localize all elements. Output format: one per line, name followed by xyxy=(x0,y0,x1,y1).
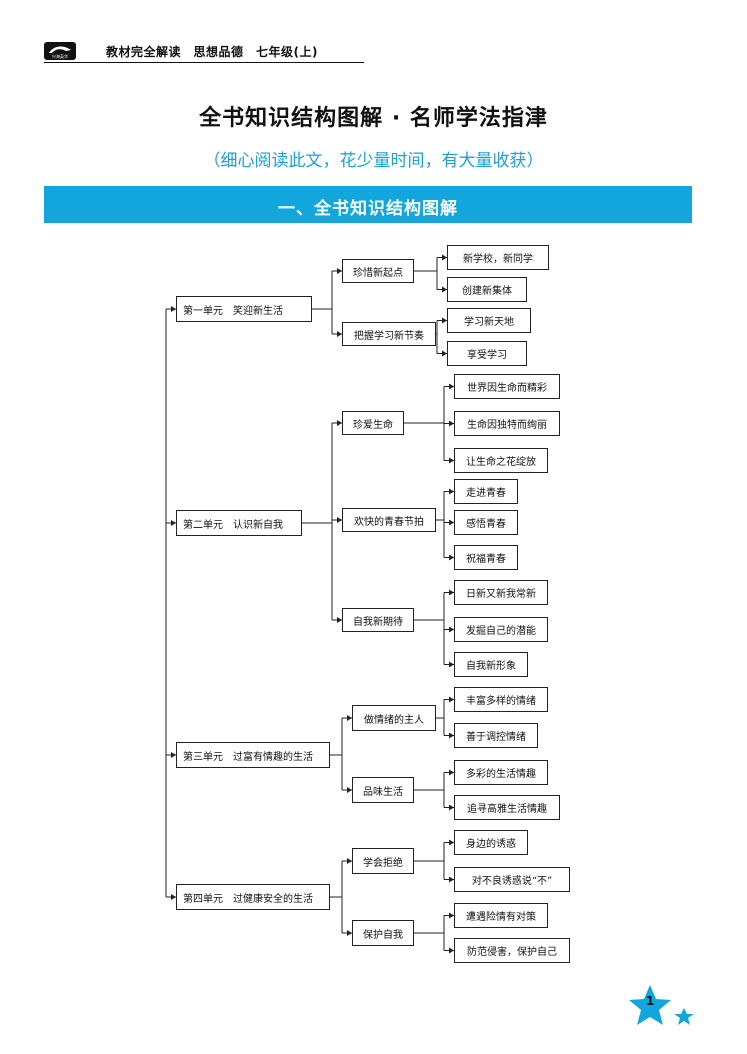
topic-box: 追寻高雅生活情趣 xyxy=(454,795,560,820)
publisher-logo: 兴海英华 xyxy=(44,42,76,60)
section-box: 把握学习新节奏 xyxy=(342,322,436,346)
arrowhead-icon xyxy=(449,912,454,919)
topic-box: 世界因生命而精彩 xyxy=(454,374,560,399)
topic-box: 学习新天地 xyxy=(447,308,531,333)
topic-box: 日新又新我常新 xyxy=(454,580,548,605)
arrowhead-icon xyxy=(442,350,447,357)
unit-box: 第四单元 过健康安全的生活 xyxy=(176,884,330,910)
topic-box: 自我新形象 xyxy=(454,652,528,677)
unit-box: 第一单元 笑迎新生活 xyxy=(176,296,312,322)
arrowhead-icon xyxy=(347,930,352,936)
section-box: 品味生活 xyxy=(352,777,414,803)
arrowhead-icon xyxy=(442,254,447,261)
arrowhead-icon xyxy=(347,858,352,864)
arrowhead-icon xyxy=(449,488,454,495)
section-box: 做情绪的主人 xyxy=(352,705,436,731)
section-box: 珍爱生命 xyxy=(342,411,404,435)
topic-box: 感悟青春 xyxy=(454,510,518,535)
topic-box: 丰富多样的情绪 xyxy=(454,687,548,712)
page-header: 兴海英华 教材完全解读 思想品德 七年级(上) xyxy=(44,40,364,63)
arrowhead-icon xyxy=(449,554,454,561)
topic-box: 防范侵害，保护自己 xyxy=(454,938,570,963)
page-title: 全书知识结构图解 · 名师学法指津 xyxy=(199,106,548,131)
section-banner-title: 一、全书知识结构图解 xyxy=(278,199,458,219)
page-number-badge: 1 xyxy=(626,982,696,1032)
svg-text:兴海英华: 兴海英华 xyxy=(52,53,68,59)
arrowhead-icon xyxy=(347,787,352,793)
arrowhead-icon xyxy=(449,947,454,954)
page-number: 1 xyxy=(645,994,655,1008)
topic-box: 祝福青春 xyxy=(454,545,518,570)
topic-box: 享受学习 xyxy=(447,341,527,366)
arrowhead-icon xyxy=(449,769,454,776)
topic-box: 遭遇险情有对策 xyxy=(454,903,548,928)
topic-box: 多彩的生活情趣 xyxy=(454,760,548,785)
topic-box: 走进青春 xyxy=(454,479,518,504)
section-box: 学会拒绝 xyxy=(352,848,414,874)
arrowhead-icon xyxy=(449,732,454,739)
star-icon xyxy=(629,985,694,1025)
arrowhead-icon xyxy=(449,383,454,390)
page-subtitle: （细心阅读此文，花少量时间，有大量收获） xyxy=(203,151,544,171)
arrowhead-icon xyxy=(171,894,176,900)
arrowhead-icon xyxy=(449,589,454,596)
arrowhead-icon xyxy=(442,317,447,324)
topic-box: 身边的诱惑 xyxy=(454,830,528,855)
arrowhead-icon xyxy=(337,268,342,274)
arrowhead-icon xyxy=(337,331,342,337)
section-box: 保护自我 xyxy=(352,920,414,946)
unit-box: 第三单元 过富有情趣的生活 xyxy=(176,742,330,768)
arrowhead-icon xyxy=(337,420,342,426)
arrowhead-icon xyxy=(171,520,176,526)
header-rule xyxy=(44,62,364,63)
arrowhead-icon xyxy=(449,420,454,427)
section-box: 欢快的青春节拍 xyxy=(342,508,436,532)
topic-box: 对不良诱惑说“不” xyxy=(454,867,570,892)
arrowhead-icon xyxy=(171,752,176,758)
arrowhead-icon xyxy=(449,626,454,633)
arrowhead-icon xyxy=(449,696,454,703)
arrowhead-icon xyxy=(171,306,176,312)
arrowhead-icon xyxy=(347,715,352,721)
arrowhead-icon xyxy=(449,876,454,883)
arrowhead-icon xyxy=(337,517,342,523)
arrowhead-icon xyxy=(449,839,454,846)
topic-box: 生命因独特而绚丽 xyxy=(454,411,560,436)
arrowhead-icon xyxy=(337,617,342,623)
topic-box: 善于调控情绪 xyxy=(454,723,538,748)
arrowhead-icon xyxy=(449,661,454,668)
topic-box: 让生命之花绽放 xyxy=(454,448,548,473)
unit-box: 第二单元 认识新自我 xyxy=(176,510,302,536)
arrowhead-icon xyxy=(449,519,454,526)
section-box: 珍惜新起点 xyxy=(342,259,414,283)
arrowhead-icon xyxy=(442,286,447,293)
topic-box: 创建新集体 xyxy=(447,277,527,302)
section-box: 自我新期待 xyxy=(342,608,414,632)
topic-box: 新学校，新同学 xyxy=(447,245,549,270)
arrowhead-icon xyxy=(449,457,454,464)
topic-box: 发掘自己的潜能 xyxy=(454,617,548,642)
section-banner: 一、全书知识结构图解 xyxy=(44,186,692,223)
arrowhead-icon xyxy=(449,804,454,811)
header-book-title: 教材完全解读 思想品德 七年级(上) xyxy=(106,45,318,59)
